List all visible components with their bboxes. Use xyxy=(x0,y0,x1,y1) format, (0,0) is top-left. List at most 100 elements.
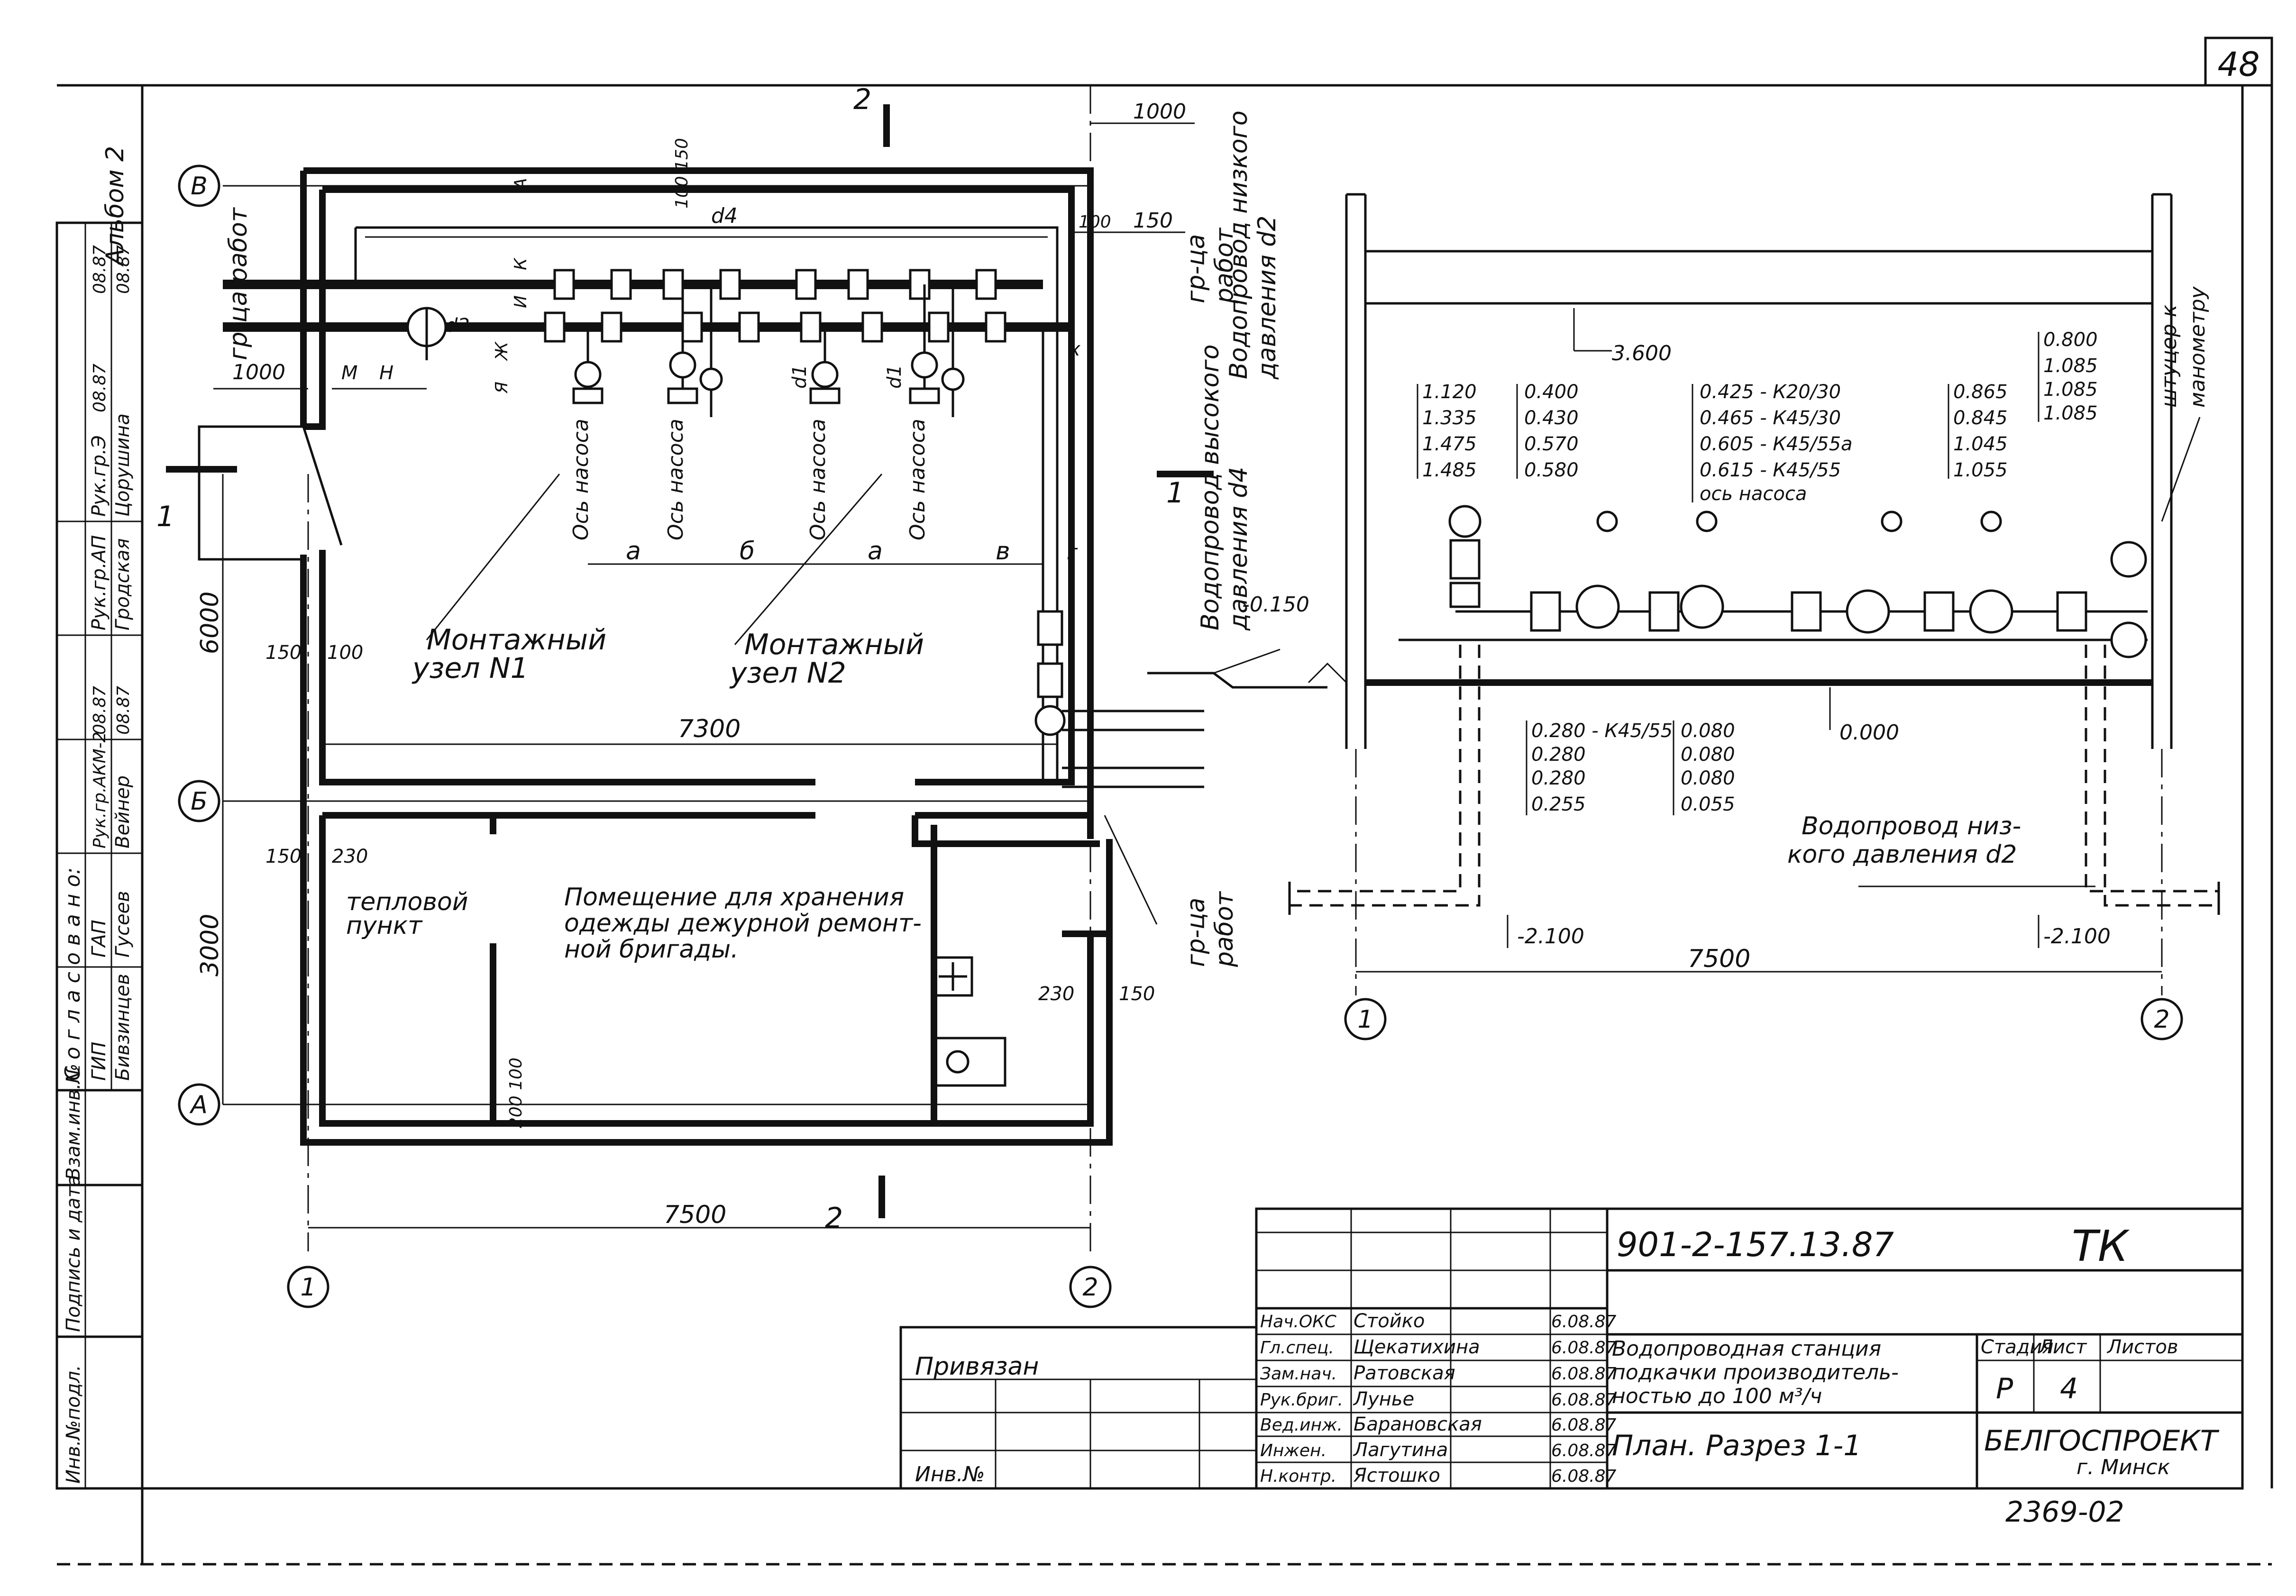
level-col7-2: 0.080 xyxy=(1681,744,1735,766)
dim-letter-x: х xyxy=(1068,338,1080,360)
heat-point-label-2: пункт xyxy=(346,912,423,940)
level-col3-3: 0.605 - К45/55а xyxy=(1700,433,1853,455)
level-col7-3: 0.080 xyxy=(1681,767,1735,789)
dim-d1-b: d1 xyxy=(884,365,906,389)
level-col7-4: 0.055 xyxy=(1681,793,1735,815)
level-col4-2: 0.845 xyxy=(1953,407,2008,429)
storage-room-label-1: Помещение для хранения xyxy=(564,883,904,912)
section-view xyxy=(1288,193,2220,1040)
high-pressure-pipe-label-2: давления d4 xyxy=(1225,467,1253,631)
approval-date-1: 08.87 xyxy=(90,686,110,735)
staff-date-7: 6.08.87 xyxy=(1551,1467,1617,1486)
staff-role-2: Гл.спец. xyxy=(1260,1338,1334,1358)
level-col1-3: 1.475 xyxy=(1422,433,1477,455)
level-col3-5: ось насоса xyxy=(1700,483,1807,505)
approval-name-5: Цорушина xyxy=(112,413,134,517)
dim-v: в xyxy=(996,537,1010,565)
dim-100-a: 100 xyxy=(327,642,363,664)
dim-150-top: 150 xyxy=(1133,209,1173,233)
approval-role-2: ГАП xyxy=(88,920,110,958)
level-col5-4: 1.085 xyxy=(2043,402,2098,424)
level-col2-3: 0.570 xyxy=(1524,433,1579,455)
drawing-mark: ТК xyxy=(2072,1222,2130,1271)
sheet-number: 48 xyxy=(2217,45,2259,84)
pump-axis-label-2: Ось насоса xyxy=(664,419,688,540)
dim-1000-left: 1000 xyxy=(232,360,285,384)
level-col3-4: 0.615 - К45/55 xyxy=(1700,459,1841,481)
dim-letter-a: А xyxy=(511,178,531,191)
dim-a2: а xyxy=(868,537,883,565)
axis-bubble-2-plan: 2 xyxy=(1082,1273,1098,1302)
staff-role-3: Зам.нач. xyxy=(1260,1364,1337,1384)
approval-role-4: Рук.гр.АП xyxy=(88,535,110,630)
dim-m: М xyxy=(341,362,358,384)
staff-name-3: Ратовская xyxy=(1354,1362,1455,1384)
inventory-label: Инв.№ xyxy=(915,1462,985,1487)
stamp-field-1: Взам.инв.№ xyxy=(63,1064,84,1180)
staff-name-7: Ястошко xyxy=(1353,1465,1440,1487)
work-boundary-bottom-1: гр-ца xyxy=(1182,898,1210,967)
dim-d1-a: d1 xyxy=(789,365,811,389)
approval-strip xyxy=(55,221,144,1490)
level-col5-2: 1.085 xyxy=(2043,355,2098,377)
dim-100-150: 100 150 xyxy=(672,138,692,209)
pump-branches xyxy=(572,284,965,417)
sheet-label: Лист xyxy=(2038,1336,2087,1358)
project-name-3: ностью до 100 м³/ч xyxy=(1612,1384,1822,1408)
dim-letter-zh: Ж xyxy=(492,341,512,361)
dim-d2: d2 xyxy=(446,315,470,337)
staff-role-7: Н.контр. xyxy=(1260,1467,1336,1486)
level-col7-1: 0.080 xyxy=(1681,720,1735,742)
dim-7500-section: 7500 xyxy=(1688,945,1750,973)
approval-name-2: Гусеев xyxy=(112,891,134,958)
level-col4-1: 0.865 xyxy=(1953,381,2008,403)
dim-150-c: 150 xyxy=(1119,983,1155,1005)
work-boundary-left: гр-ца работ xyxy=(224,207,253,360)
stamp-field-3: Инв.№подл. xyxy=(63,1365,84,1484)
organization-name: БЕЛГОСПРОЕКТ xyxy=(1984,1424,2220,1458)
dim-letter-ya: Я xyxy=(492,382,512,394)
staff-name-2: Щекатихина xyxy=(1354,1336,1480,1358)
mounting-node-2-number: узел N2 xyxy=(729,657,846,690)
staff-role-6: Инжен. xyxy=(1260,1441,1326,1460)
level-col3-2: 0.465 - К45/30 xyxy=(1700,407,1841,429)
dim-g: г xyxy=(1067,540,1078,565)
low-pressure-section-label-1: Водопровод низ- xyxy=(1802,812,2021,840)
staff-date-6: 6.08.87 xyxy=(1551,1441,1617,1460)
level-3600: 3.600 xyxy=(1612,341,1672,365)
manometer-label-1: штуцер к xyxy=(2157,304,2181,408)
level-minus-2100-right: -2.100 xyxy=(2043,924,2111,948)
mounting-node-1-number: узел N1 xyxy=(412,652,529,685)
staff-date-1: 6.08.87 xyxy=(1551,1312,1617,1332)
axis-bubble-b: Б xyxy=(191,787,208,816)
axis-bubble-1-plan: 1 xyxy=(300,1273,316,1302)
project-name-2: подкачки производитель- xyxy=(1612,1360,1899,1385)
dim-230-b: 230 xyxy=(332,846,368,867)
organization-city: г. Минск xyxy=(2076,1455,2170,1479)
level-col4-3: 1.045 xyxy=(1953,433,2008,455)
pump-axis-label-3: Ось насоса xyxy=(806,419,830,540)
dim-6000: 6000 xyxy=(196,592,224,654)
level-col6-1: 0.280 - К45/55 xyxy=(1531,720,1673,742)
level-col5-3: 1.085 xyxy=(2043,379,2098,401)
approval-date-4: 08.87 xyxy=(114,245,133,294)
staff-role-1: Нач.ОКС xyxy=(1260,1312,1337,1332)
staff-name-4: Лунье xyxy=(1353,1388,1414,1410)
stage-value: Р xyxy=(1996,1372,2013,1405)
dim-3000: 3000 xyxy=(196,914,224,976)
sheets-label: Листов xyxy=(2106,1336,2178,1358)
sheet-no-value: 4 xyxy=(2060,1372,2078,1405)
sheet-title: План. Разрез 1-1 xyxy=(1612,1429,1861,1462)
project-name-1: Водопроводная станция xyxy=(1612,1337,1881,1361)
level-col1-2: 1.335 xyxy=(1422,407,1477,429)
low-pressure-pipe-label-2: давления d2 xyxy=(1253,216,1281,380)
cut-marker-1-left: 1 xyxy=(156,500,174,533)
dim-100-right: 100 xyxy=(1079,212,1111,232)
work-boundary-bottom-2: работ xyxy=(1210,891,1239,967)
staff-date-3: 6.08.87 xyxy=(1551,1364,1617,1384)
storage-room-label-2: одежды дежурной ремонт- xyxy=(564,909,922,938)
staff-name-5: Барановская xyxy=(1354,1414,1482,1435)
dim-h: Н xyxy=(379,362,393,384)
